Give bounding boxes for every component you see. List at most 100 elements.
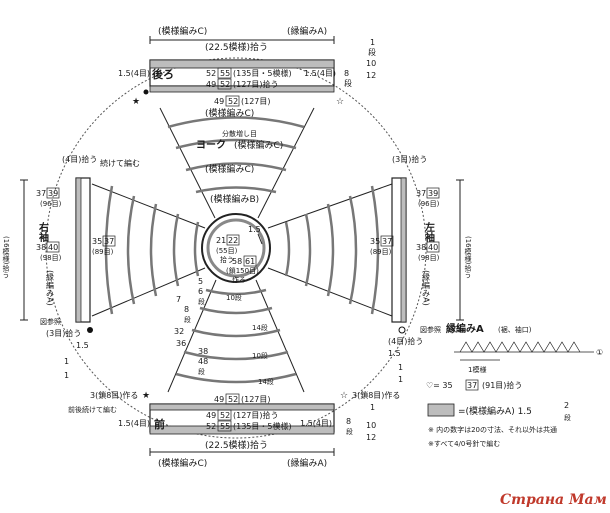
front-row3-box: 55 [220,422,230,431]
front-continue: 前後続けて編む [68,405,117,414]
left-sleeve-n2: 1 [64,357,69,366]
back-rows-right-c: 10 [366,59,376,68]
back-rows-right-a: 1 [370,38,375,47]
yoke-geometry [45,57,427,439]
mid-a2: 6 [198,287,203,296]
left-sleeve-pickup: (4目)拾う [62,154,97,164]
front-row2: 49 [206,411,216,420]
yoke-arrow-icon [257,233,263,245]
right-sleeve-n1: 1.5 [388,349,401,358]
back-row2-box: 52 [220,80,230,89]
right-sleeve-a-box: 39 [428,189,438,198]
legend-heart-line: ♡= 35 [426,381,453,390]
front-star-icon: ★ [142,391,150,401]
legend-note1: ※ 内の数字は20の寸法、それ以外は共通 [428,425,557,434]
back-rows-right-d: 12 [366,71,376,80]
back-side-right: 1.5(4目) [304,69,336,78]
mid-b2: 8 [184,305,189,314]
left-sleeve-c-box: 37 [104,237,114,246]
legend-note2: ※すべて4/0号針で編む [428,439,500,448]
back-pickup-top: (22.5模様)拾う [205,41,268,53]
legend-title-tail: (裾、袖口) [498,325,532,334]
yoke-center-e: 58 [232,257,242,266]
right-sleeve-b: 38 [416,243,426,252]
left-sleeve-dot-icon [87,327,93,333]
left-sleeve-label: 右袖 [37,221,50,243]
mid-c1: 32 [174,327,184,336]
yoke-label: ヨーク [196,139,226,151]
front-row2-tail: (127目)拾う [233,410,279,420]
back-row2: 49 [206,80,216,89]
mid-d2: 48 [198,357,208,366]
svg-text:52: 52 [206,422,216,431]
svg-text:35: 35 [92,237,102,246]
back-pattern-c-top: (模様編みC) [158,25,207,37]
front-row1-box: 52 [228,395,238,404]
legend-repeat: 1模様 [468,365,486,374]
left-sleeve-b: 38 [36,243,46,252]
legend-swatch [427,403,455,417]
back-rows-right-e: 8 [344,69,349,78]
front-r1: 1 [370,403,375,412]
yoke-center-b: 22 [228,236,238,245]
legend-heart-tail: (91目)拾う [482,380,522,390]
front-row3: 52 [206,422,216,431]
mid-a1: 5 [198,277,203,286]
right-sleeve-circle-icon [398,326,406,334]
left-sleeve-n1: 1.5 [76,341,89,350]
left-sleeve-a-tail: (96目) [40,200,62,208]
front-pattern-bottom: (模様編みC) [158,457,207,469]
right-sleeve-pickup: (3目)拾う [392,154,427,164]
left-sleeve-continue: 続けて編む [100,158,140,168]
svg-text:38: 38 [416,243,426,252]
yoke-pattern-c1: (模様編みC) [205,107,254,119]
front-side-right: 1.5(4目) [300,419,332,428]
front-r5: 段 [346,427,353,436]
mid-b1: 7 [176,295,181,304]
right-sleeve-side: (16模様)拾う [464,236,472,279]
left-sleeve-n3: 1 [64,371,69,380]
svg-text:49: 49 [214,97,224,106]
svg-text:35: 35 [370,237,380,246]
front-panel: 3(鎖8目)作る ★ ☆ 3(鎖8目)作る 前後続けて編む 1.5(4目) 1.… [68,390,400,469]
right-sleeve-pattern: (縁編みA) [422,270,431,306]
yoke-center-a: 21 [216,236,226,245]
svg-text:49: 49 [214,395,224,404]
back-row1-box: 55 [220,69,230,78]
left-sleeve-c: 35 [92,237,102,246]
mid-d1: 38 [198,347,208,356]
right-sleeve-bottom: (4目)拾う [388,336,423,346]
yoke-arrow-note: 1.5 [248,225,261,234]
front-r3: 12 [366,433,376,442]
front-open-star-icon: ☆ [340,391,348,401]
svg-text:55: 55 [220,69,230,78]
middle-notes: 5 6 段 7 8 段 32 36 38 48 段 10段 14段 10段 14… [174,277,274,386]
front-side-left: 1.5(4目) [118,419,150,428]
legend-title: 縁編みA [446,322,484,335]
front-row1: 49 [214,395,224,404]
legend-circle-num: ① [596,348,603,357]
back-side-left: 1.5(4目) [118,69,150,78]
svg-text:49: 49 [206,80,216,89]
svg-text:49: 49 [206,411,216,420]
svg-text:52: 52 [220,80,230,89]
left-sleeve-c-tail: (89目) [92,248,114,256]
right-sleeve-c-box: 37 [382,237,392,246]
legend-heart-box: 37 [467,381,477,390]
yoke-pattern-c3: (模様編みC) [205,163,254,175]
front-row3-tail: (135目・5模様) [233,421,292,431]
svg-text:37: 37 [36,189,46,198]
right-sleeve-a: 37 [416,189,426,198]
legend-swatch-label: =(模様編みA) 1.5 [458,405,532,417]
back-row3-box: 52 [228,97,238,106]
right-sleeve: (3目)拾う 37 39 (96目) 左袖 38 40 (98目) 35 37 … [370,154,472,384]
right-sleeve-ref: 図参照 [420,325,441,334]
back-open-star-icon: ☆ [336,97,344,107]
yoke-split: 分散増し目 [222,129,257,138]
back-row1-tail: (135目・5模様) [233,68,292,78]
left-sleeve-a-box: 39 [48,189,58,198]
back-row2-tail: (127目)拾う [233,79,279,89]
right-sleeve-n2: 1 [398,363,403,372]
svg-text:52: 52 [228,97,238,106]
